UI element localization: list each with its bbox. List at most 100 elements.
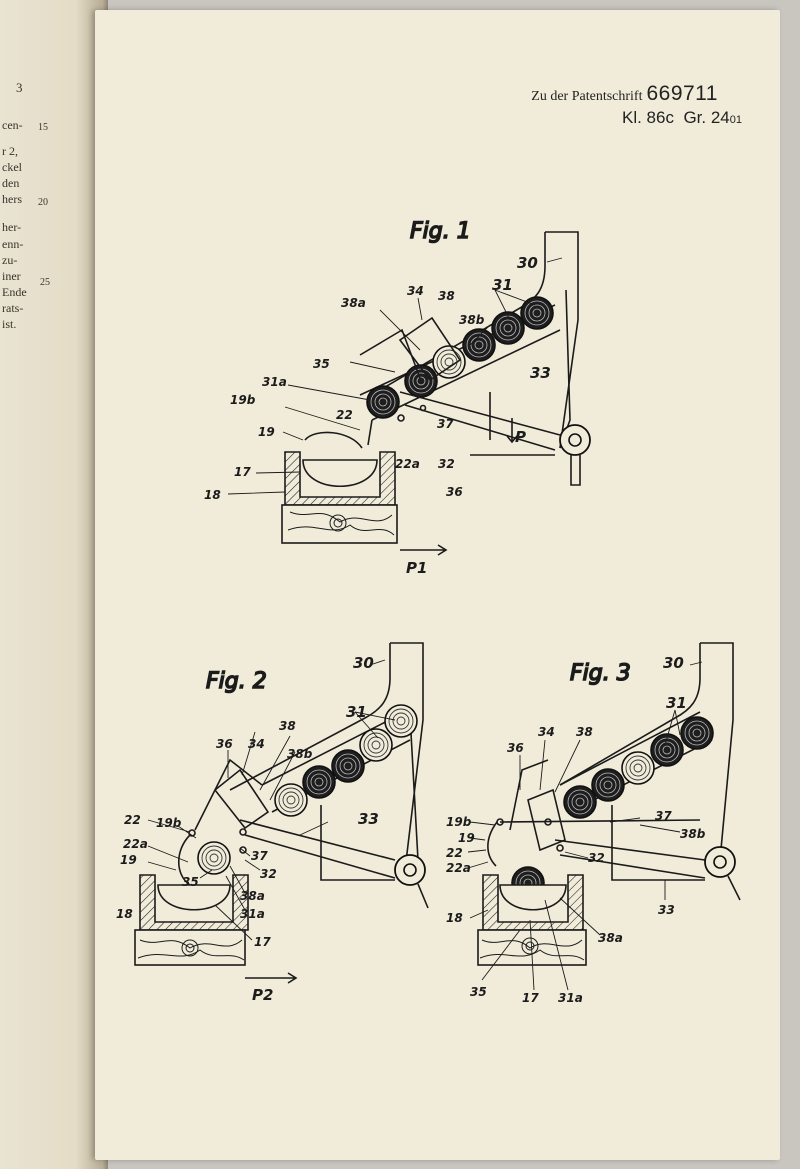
fig3-title: Fig. 3: [570, 661, 631, 686]
fig3-roll-31: [621, 751, 655, 785]
line-number: 25: [40, 277, 50, 288]
fig3-label: 31: [666, 694, 687, 712]
left-fragment: cen-: [2, 118, 23, 132]
fig1-frame-rod: [559, 289, 571, 449]
fig2-label: 34: [248, 737, 265, 751]
fig2-pin-37: [239, 846, 247, 854]
fig3-frame-lines: [611, 805, 741, 901]
fig3-label: 17: [522, 991, 539, 1005]
fig2-label: 22: [124, 813, 141, 827]
fig1-arrow-P1: [400, 544, 448, 556]
fig2-label: 38a: [240, 889, 265, 903]
left-fragment: hers: [2, 192, 22, 206]
fig1-label: 37: [437, 417, 454, 431]
left-fragment: rats-: [2, 301, 24, 315]
fig3-arm-33: [554, 839, 706, 861]
left-page-edge: 3 cen- r 2, ckel den hers her- enn- zu- …: [0, 0, 108, 1169]
fig3-label: 19: [458, 831, 475, 845]
fig2-rail-upper: [261, 711, 406, 786]
fig2-leaders: [147, 659, 396, 941]
fig3-label: 38a: [598, 931, 623, 945]
fig3-roll-31: [563, 785, 597, 819]
fig1-label: 38a: [341, 296, 366, 310]
fig2-cutter-38: [213, 768, 270, 830]
fig3-cradle-17: [499, 884, 567, 911]
header-prefix: Zu der Patentschrift: [531, 89, 643, 104]
fig1-label: 35: [313, 357, 330, 371]
fig1-arm-33: [399, 391, 561, 436]
fig2-pin: [239, 828, 247, 836]
fig1-arrow-P: [506, 418, 518, 444]
fig3-pivot-wheel: [704, 846, 736, 878]
fig3-pin-32: [556, 844, 564, 852]
patent-header: Zu der Patentschrift 669711: [531, 82, 718, 106]
fig2-arm-33b: [244, 834, 396, 879]
fig1-label: P: [515, 428, 526, 446]
fig2-label: 38: [279, 719, 296, 733]
fig2-chute-inner: [229, 643, 391, 791]
line-number: 15: [38, 122, 48, 133]
fig2-label: 32: [260, 867, 277, 881]
fig2-label: 36: [216, 737, 233, 751]
fig1-roll-broken: [432, 345, 466, 379]
fig1-chute-30-outer: [545, 231, 579, 449]
fig1-label: 38: [438, 289, 455, 303]
fig1-wood-knot: [329, 514, 347, 532]
fig2-label: 35: [182, 875, 199, 889]
group-sub: 01: [729, 114, 742, 126]
fig3-label: 36: [507, 741, 524, 755]
fig1-label: 33: [530, 364, 551, 382]
fig1-roll-31: [404, 364, 438, 398]
fig1-wood-base: [281, 504, 398, 544]
patent-drawing-sheet: [95, 10, 780, 1160]
fig2-label: 18: [116, 907, 133, 921]
left-fragment: den: [2, 176, 20, 190]
fig2-roll-31: [331, 749, 365, 783]
fig1-label: 38b: [459, 313, 485, 327]
fig3-labels: 30 31 34 38 36 19b 19 37 38b 22 22a 32 1…: [446, 654, 706, 1005]
group-label: Gr. 24: [683, 108, 730, 127]
fig1-label: 34: [407, 284, 424, 298]
fig1-title: Fig. 1: [410, 219, 471, 244]
left-fragment: Ende: [2, 285, 27, 299]
fig3-pin: [544, 818, 552, 826]
fig3-arm-33b: [559, 854, 706, 879]
fig1-label: 31: [492, 276, 513, 294]
class-label: Kl. 86c: [622, 108, 674, 127]
fig2-label: 31: [346, 703, 367, 721]
fig1-label: 32: [438, 457, 455, 471]
fig1-chute-30-inner: [379, 232, 546, 391]
fig3-wood-knot: [521, 937, 539, 955]
fig3-label: 30: [663, 654, 684, 672]
fig2-label: 37: [251, 849, 268, 863]
fig1-pivot-post: [570, 455, 581, 486]
fig2-roll-31: [359, 728, 393, 762]
patent-number: 669711: [646, 82, 718, 105]
fig1-frame-35: [359, 328, 421, 379]
left-fragment: r 2,: [2, 144, 18, 158]
fig1-cradle-17: [302, 459, 378, 488]
fig2-roll-31: [274, 783, 308, 817]
fig2-wood-grain: [137, 939, 245, 961]
fig3-bar-37: [499, 819, 701, 823]
fig1-finger-22a: [367, 419, 373, 446]
fig2-roll-31: [302, 765, 336, 799]
figure-1: Fig. 1: [204, 218, 591, 577]
fig1-arm-33b: [404, 404, 556, 451]
fig3-label: 32: [588, 851, 605, 865]
left-page-number: 3: [16, 80, 23, 95]
fig1-wood-grain: [287, 511, 395, 536]
fig1-label: 22a: [395, 457, 420, 471]
fig1-label: 31a: [262, 375, 287, 389]
left-fragment: ckel: [2, 160, 22, 174]
patent-classification: Kl. 86c Gr. 2401: [622, 108, 742, 128]
fig3-label: 22: [446, 846, 463, 860]
fig2-label: 38b: [287, 747, 313, 761]
fig1-label: 30: [517, 254, 538, 272]
fig1-labels: 30 31 34 38 38a 38b 35 33 31a 19b 22 37 …: [204, 254, 551, 577]
fig3-label: 38: [576, 725, 593, 739]
fig3-leaders: [467, 661, 703, 991]
fig1-pin-37: [419, 404, 427, 412]
fig2-frame-lines: [320, 805, 429, 909]
